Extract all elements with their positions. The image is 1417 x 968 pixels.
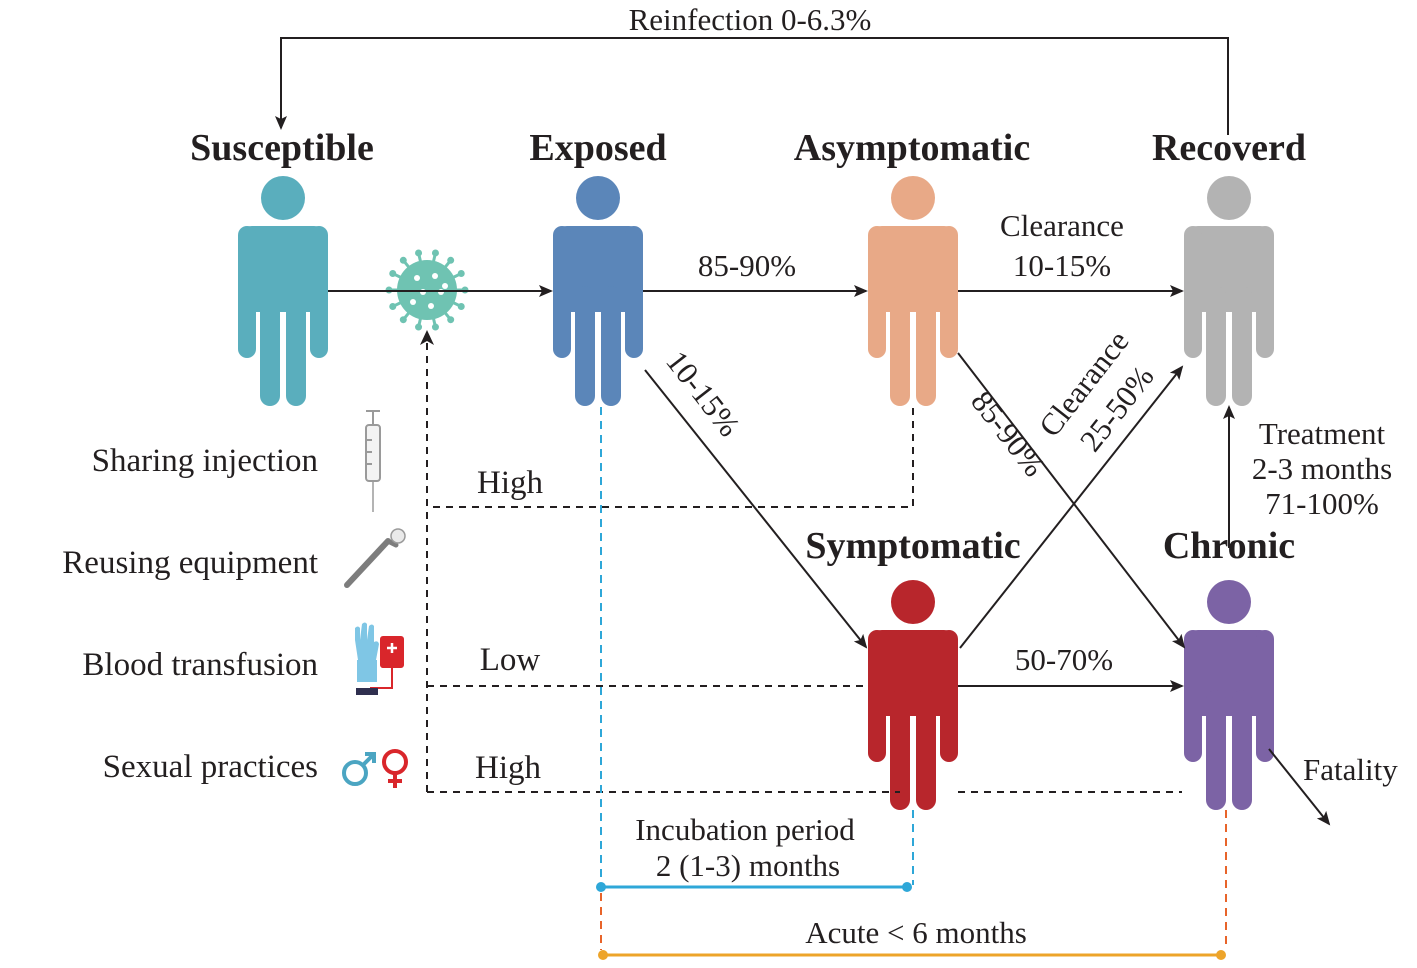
arrow-asymptomatic-to-chronic [957,352,1186,649]
asymptomatic-person-icon [868,176,958,406]
transition-arrows [328,285,1331,826]
route-label: Sharing injection [92,443,318,479]
transmission-routes: Sharing injection Reusing equipment Bloo… [62,410,408,788]
route-label: Blood transfusion [82,647,318,683]
acute-period: Acute < 6 months [598,810,1227,960]
incubation-period: Incubation period 2 (1-3) months [596,407,914,892]
label-treatment-rate: 71-100% [1265,486,1379,521]
title-symptomatic: Symptomatic [805,525,1020,567]
blood-bag-icon [355,622,404,695]
risk-high-chronic: High [475,750,542,786]
label-symptomatic-to-chronic: 50-70% [1015,642,1113,677]
arrow-fatality [1268,748,1331,826]
title-susceptible: Susceptible [190,127,374,169]
susceptible-person-icon [238,176,328,406]
label-asymptomatic-to-chronic: 85-90% [964,384,1052,483]
dental-tool-icon [344,528,406,588]
route-label: Reusing equipment [62,545,318,581]
transmission-risk-lines [426,342,1182,793]
gender-symbols-icon [342,749,408,788]
exposed-person-icon [553,176,643,406]
virus-arrowhead [420,330,434,345]
route-label: Sexual practices [103,749,318,785]
label-clearance-asymptomatic: Clearance [1000,208,1124,243]
label-exposed-to-asymptomatic: 85-90% [698,248,796,283]
chronic-person-icon [1184,580,1274,810]
arrow-symptomatic-to-recovered [959,365,1184,649]
label-fatality: Fatality [1303,752,1398,787]
risk-low-symptomatic: Low [480,642,541,678]
symptomatic-person-icon [868,580,958,810]
incubation-duration: 2 (1-3) months [656,848,840,883]
reinfection-label: Reinfection 0-6.3% [629,2,872,37]
acute-label: Acute < 6 months [805,915,1027,950]
reinfection-loop: Reinfection 0-6.3% [275,2,1229,135]
label-clearance-asymptomatic-rate: 10-15% [1013,248,1111,283]
label-treatment-duration: 2-3 months [1252,451,1392,486]
syringe-icon [365,410,381,512]
title-exposed: Exposed [529,127,666,169]
recovered-person-icon [1184,176,1274,406]
risk-high-asymptomatic: High [477,465,544,501]
label-exposed-to-symptomatic: 10-15% [659,344,747,443]
arrow-exposed-to-symptomatic [644,369,868,649]
title-recovered: Recoverd [1152,127,1306,169]
label-treatment: Treatment [1259,416,1386,451]
incubation-label: Incubation period [635,812,855,847]
title-asymptomatic: Asymptomatic [794,127,1030,169]
